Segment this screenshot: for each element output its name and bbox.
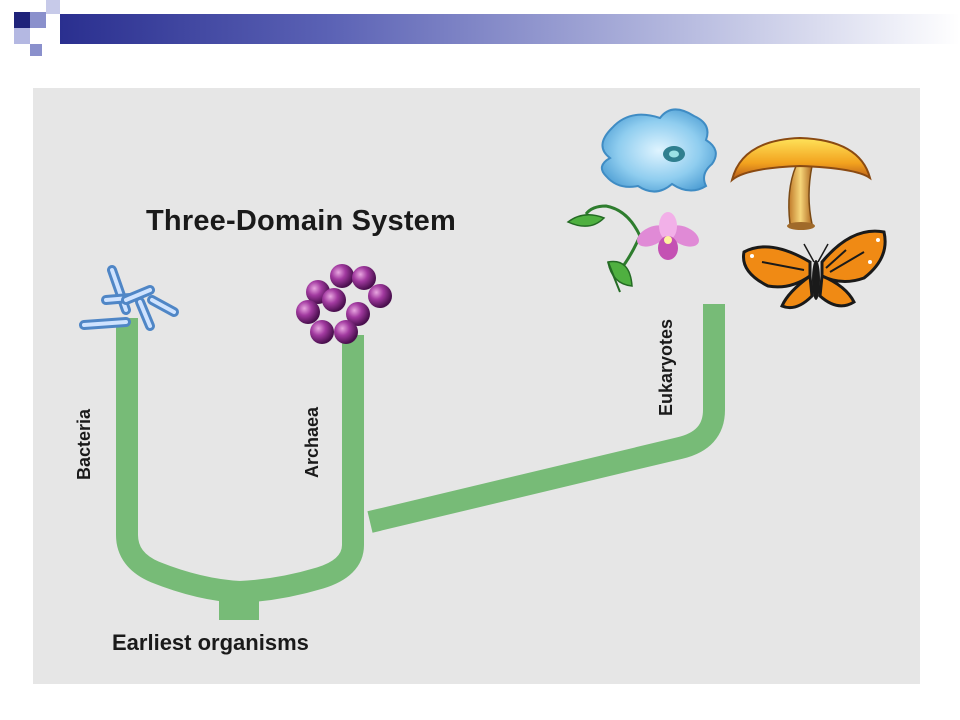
branch-eukaryotes: [367, 304, 725, 533]
amoeba-icon: [600, 108, 717, 193]
header-gradient-bar: [60, 14, 960, 44]
butterfly-icon: [742, 229, 887, 310]
eukaryote-organisms-icon: [566, 108, 887, 310]
tree-root-stem: [219, 588, 259, 620]
header-squares-icon: [14, 0, 60, 56]
root-label: Earliest organisms: [112, 630, 309, 655]
plant-flower-icon: [566, 204, 699, 293]
branch-label-archaea: Archaea: [302, 406, 322, 478]
branch-bacteria: [116, 318, 241, 603]
branch-label-eukaryotes: Eukaryotes: [656, 318, 676, 416]
branch-archaea: [239, 335, 364, 603]
diagram-title: Three-Domain System: [146, 205, 456, 237]
slide-header-decoration: [0, 0, 960, 60]
bacteria-rods-icon: [79, 265, 179, 331]
branch-label-bacteria: Bacteria: [74, 408, 94, 480]
tree-branches: [116, 304, 725, 603]
mushroom-icon: [730, 136, 872, 230]
archaea-cluster-icon: [296, 264, 392, 344]
